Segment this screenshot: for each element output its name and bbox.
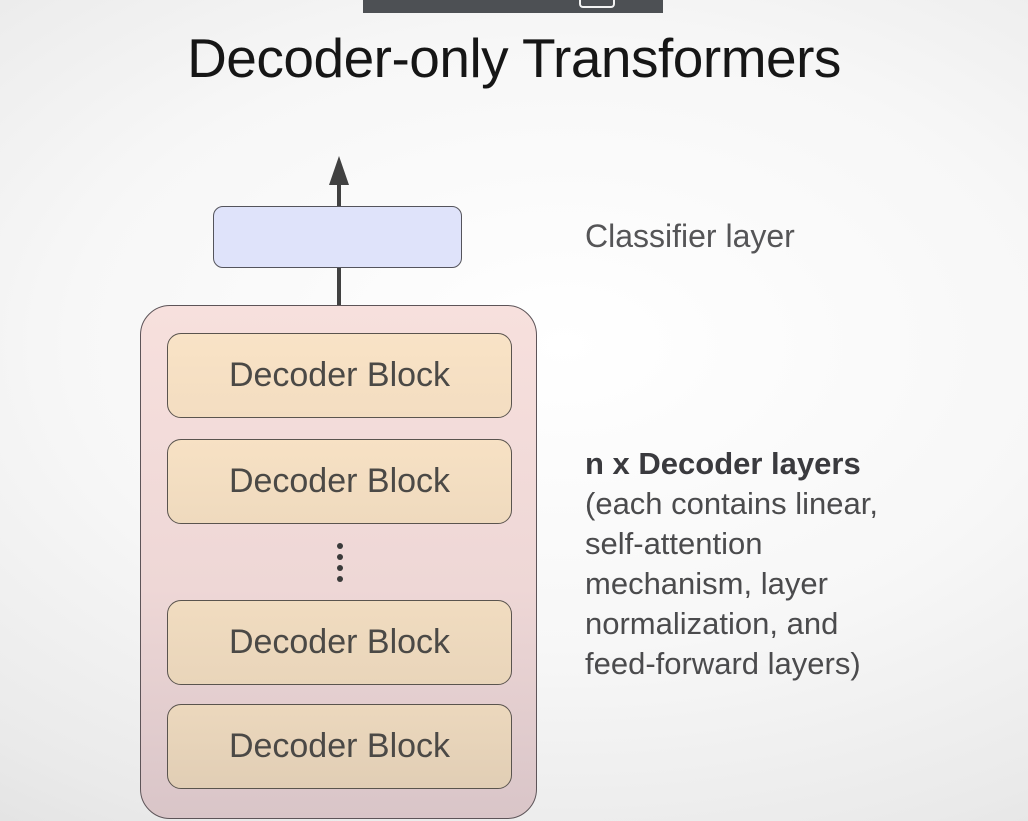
annotation-line: normalization, and (585, 606, 839, 641)
decoder-block: Decoder Block (167, 333, 512, 418)
annotation-line: mechanism, layer (585, 566, 828, 601)
decoder-stack-container: Decoder Block Decoder Block Decoder Bloc… (140, 305, 537, 819)
decoder-block: Decoder Block (167, 439, 512, 524)
video-player-bar (363, 0, 663, 13)
annotation-line: self-attention (585, 526, 763, 561)
player-button-icon[interactable] (579, 0, 615, 8)
classifier-layer-box (213, 206, 462, 268)
output-arrow-icon (329, 156, 349, 185)
decoder-block-label: Decoder Block (228, 356, 451, 394)
decoder-block-label: Decoder Block (228, 623, 451, 661)
slide-title: Decoder-only Transformers (187, 27, 841, 89)
decoder-block: Decoder Block (167, 704, 512, 789)
classifier-layer-label: Classifier layer (585, 218, 795, 254)
decoder-block-label: Decoder Block (228, 462, 451, 500)
ellipsis-dots-icon (337, 543, 343, 582)
connector-line (337, 268, 341, 307)
annotation-line: (each contains linear, (585, 486, 878, 521)
decoder-block-label: Decoder Block (228, 727, 451, 765)
decoder-layers-annotation: n x Decoder layers (each contains linear… (585, 444, 1005, 684)
output-arrow-shaft (337, 182, 341, 207)
annotation-heading: n x Decoder layers (585, 446, 861, 481)
decoder-block: Decoder Block (167, 600, 512, 685)
annotation-line: feed-forward layers) (585, 646, 861, 681)
